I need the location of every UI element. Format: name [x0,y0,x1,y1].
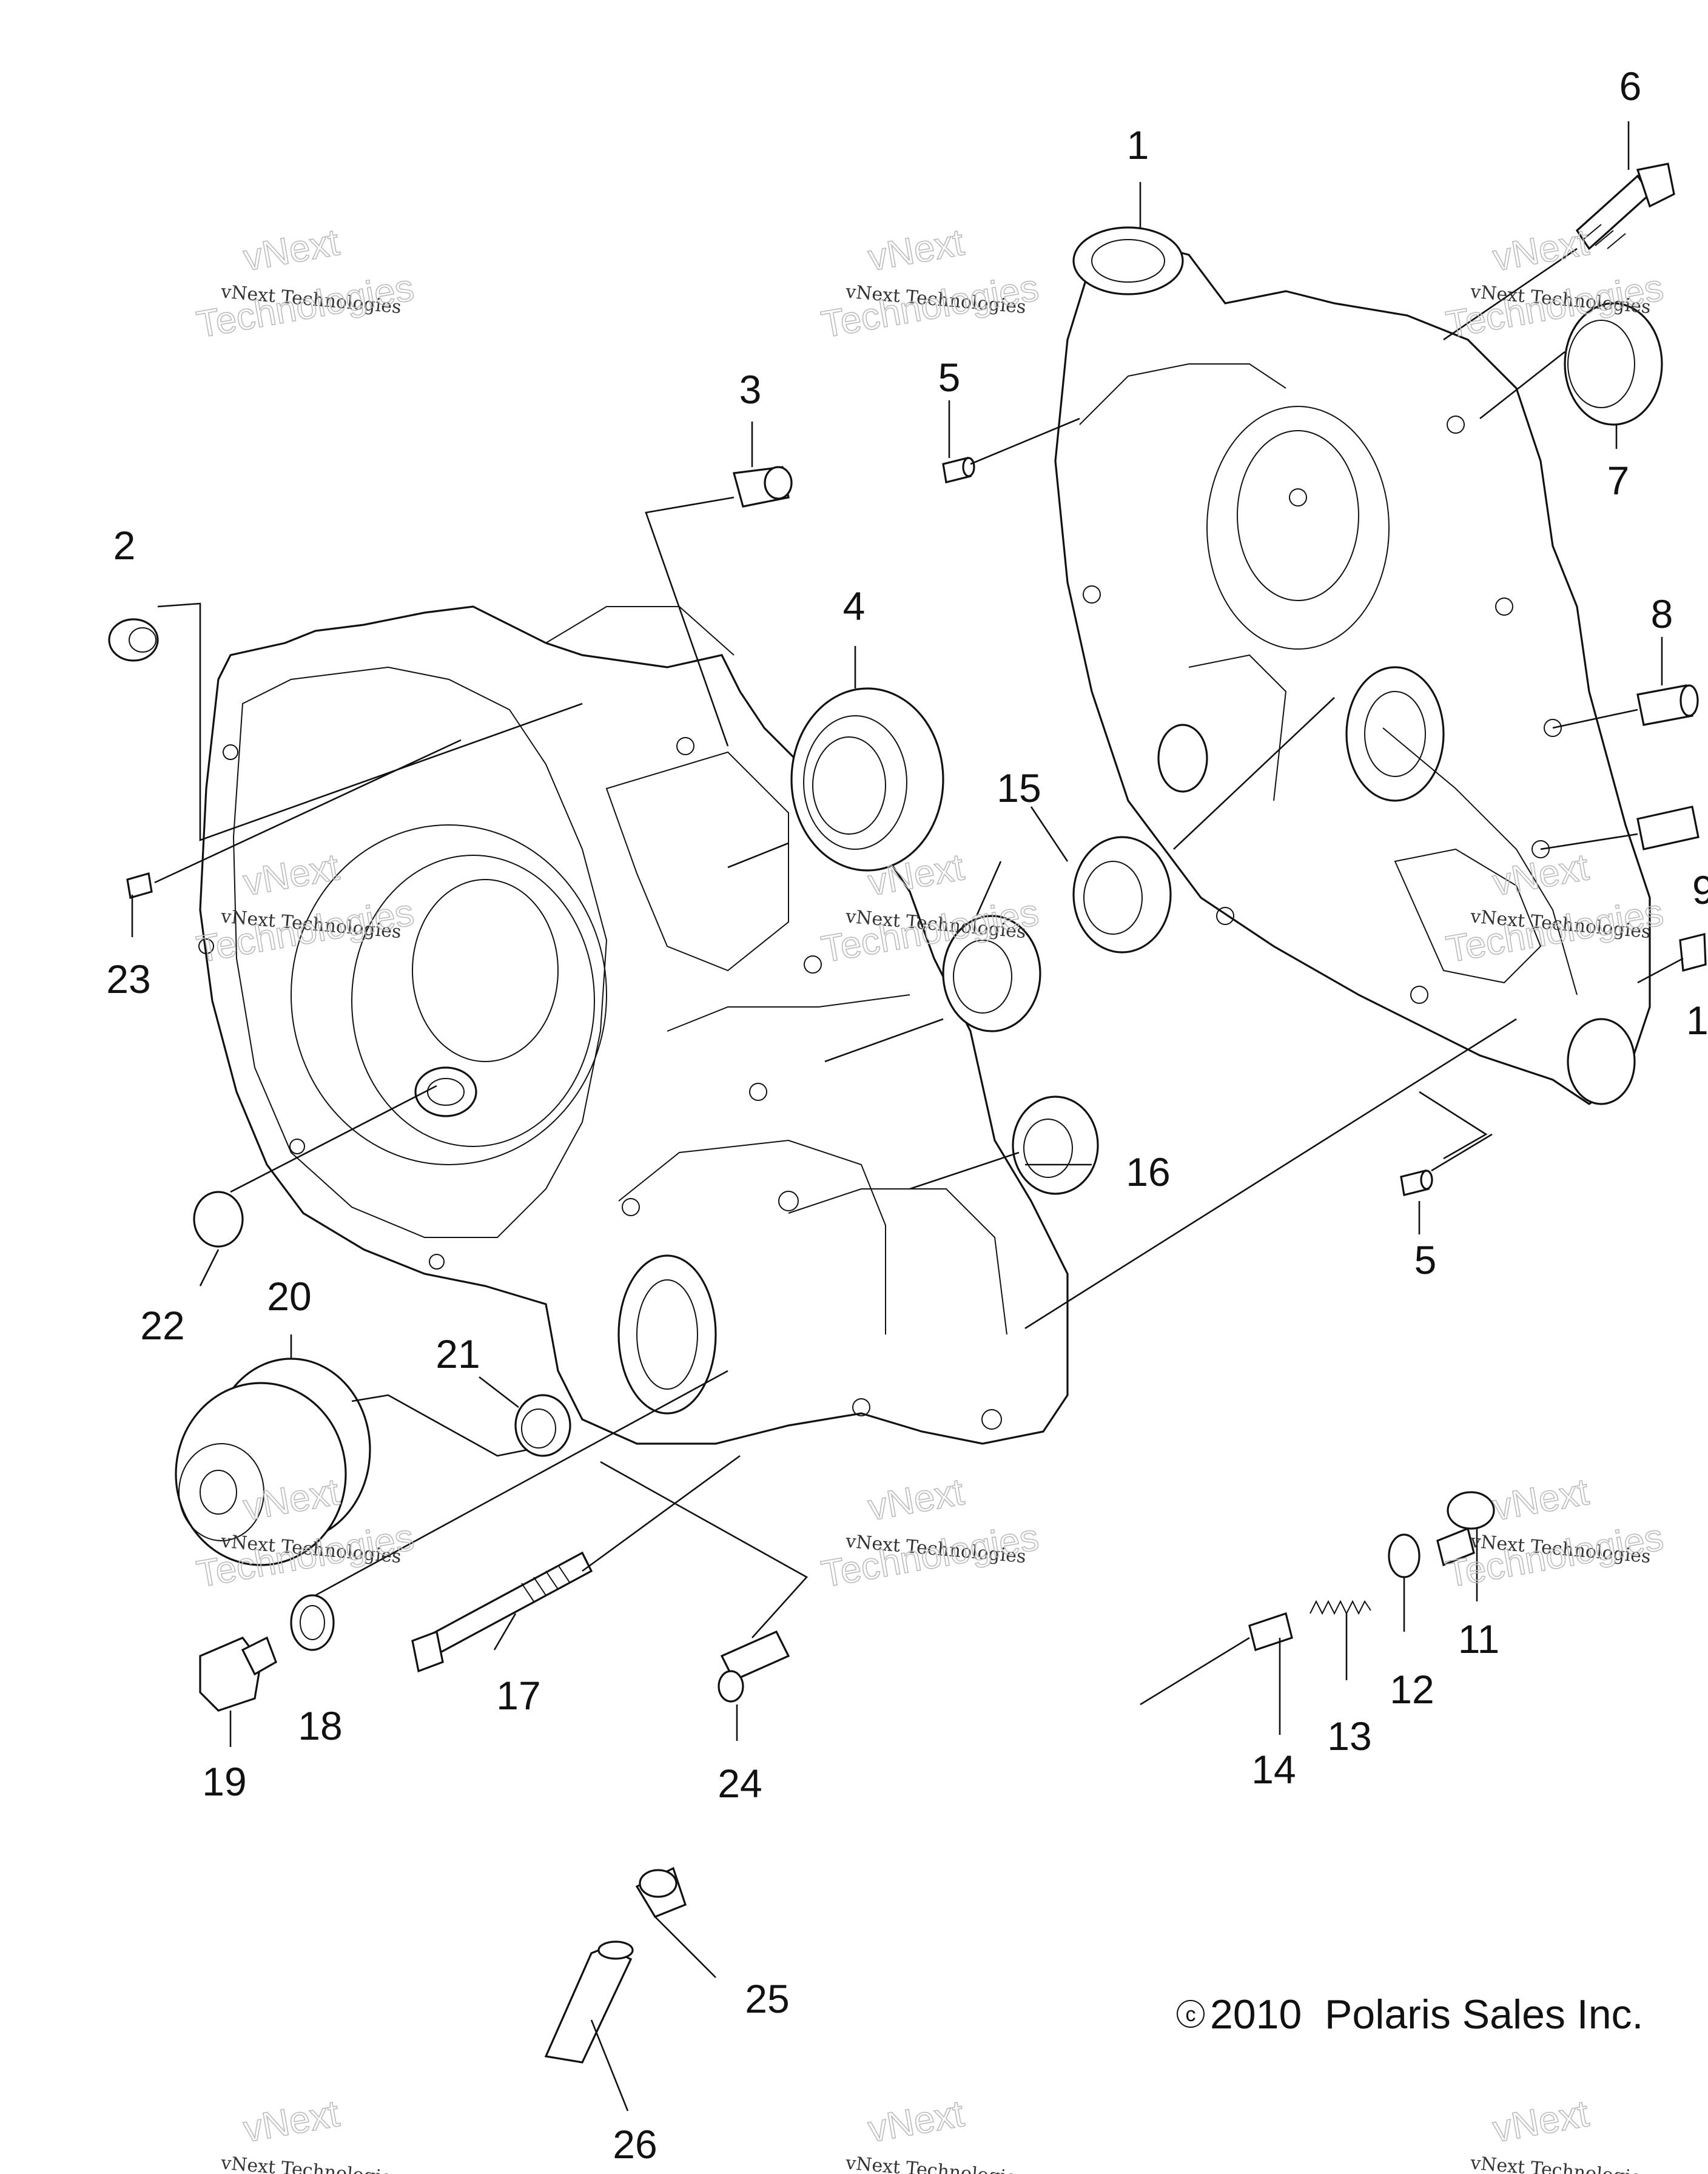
part-9-fitting [1636,806,1700,850]
part-2-bushing [108,618,159,662]
callout-26: 26 [613,2122,657,2167]
svg-text:vNext: vNext [1490,221,1592,279]
copyright-text: 2010 Polaris Sales Inc. [1210,1991,1643,2038]
callout-21: 21 [435,1331,480,1376]
watermark: vNext vNext Technologies Technologies [818,221,1042,346]
copyright-circle-icon [1177,2000,1205,2028]
copyright-notice: c 2010 Polaris Sales Inc. [1177,1991,1643,2038]
leader-lines [131,121,1684,2112]
copyright-symbol: c [1186,2003,1196,2026]
part-24-nozzle [718,1630,790,1703]
part-21-seal [514,1394,571,1457]
part-17-bolt [411,1551,593,1673]
part-3-dowel [732,466,793,508]
part-12-washer [1388,1533,1421,1578]
callout-13: 13 [1327,1714,1371,1758]
callout-5-bottom: 5 [1414,1237,1437,1282]
watermark: vNext vNext Technologies Technologies [193,221,417,346]
part-25-sleeve [635,1866,687,1918]
part-16-bearing [1012,1095,1099,1195]
part-23-pin [126,872,153,900]
watermark: vNext vNext Technologies [844,2092,1027,2174]
part-5-dowel-bottom [1400,1169,1433,1196]
svg-text:vNext: vNext [865,1471,967,1529]
svg-text:vNext Technologies: vNext Technologies [844,2152,1027,2174]
callout-25: 25 [745,1976,789,2021]
part-4-bearing [790,687,944,872]
svg-text:vNext: vNext [1490,1471,1592,1529]
svg-text:vNext: vNext [240,221,342,279]
callout-5-top: 5 [938,355,961,400]
part-7-seal [1564,302,1663,426]
svg-text:vNext Technologies: vNext Technologies [220,2152,402,2174]
callout-12: 12 [1390,1667,1434,1712]
watermark: vNext vNext Technologies Technologies [818,1470,1042,1596]
callout-19: 19 [202,1759,246,1804]
callout-16: 16 [1126,1149,1170,1194]
callout-24: 24 [718,1761,762,1806]
part-18-washer [290,1594,335,1651]
part-14-plunger [1248,1612,1293,1652]
callout-20: 20 [267,1274,311,1319]
left-crankcase [198,605,1069,1445]
callout-3: 3 [739,367,762,412]
part-22-plug [193,1191,244,1248]
callout-23: 23 [106,957,150,1001]
part-6-bolt [1575,163,1675,251]
svg-text:vNext: vNext [1490,2093,1592,2150]
callout-7: 7 [1607,458,1630,503]
callout-22: 22 [140,1303,184,1348]
part-19-plug [199,1636,277,1712]
callout-2: 2 [113,523,136,568]
svg-text:vNext: vNext [240,2093,342,2150]
callout-10-partial: 1 [1686,998,1708,1043]
callout-14: 14 [1251,1747,1296,1792]
watermark: vNext vNext Technologies [1469,2092,1652,2174]
svg-text:vNext Technologies: vNext Technologies [1469,2152,1652,2174]
part-20-rotor [175,1358,371,1566]
svg-text:Technologies: Technologies [818,1516,1041,1596]
callout-9: 9 [1692,867,1708,912]
part-13-spring [1310,1600,1371,1615]
callout-6: 6 [1619,64,1642,109]
callout-18: 18 [298,1703,342,1748]
part-26-tube [544,1940,634,2064]
callout-17: 17 [496,1673,540,1718]
part-8-pin [1636,684,1699,726]
svg-text:vNext: vNext [865,221,967,279]
callout-15: 15 [997,766,1041,810]
callout-1: 1 [1127,123,1149,167]
part-15-bearing-a [1072,836,1172,954]
svg-text:vNext: vNext [865,2093,967,2150]
callout-11: 11 [1458,1617,1500,1661]
part-11-bolt [1436,1491,1495,1567]
part-15-bearing-b [942,915,1041,1032]
right-crankcase [1054,226,1651,1105]
callout-labels: 1 2 3 4 5 5 6 7 8 9 1 11 12 13 14 15 16 … [106,64,1708,2167]
part-10-fitting [1679,932,1707,972]
watermark: vNext vNext Technologies [220,2092,402,2174]
callout-8: 8 [1651,591,1673,636]
svg-text:Technologies: Technologies [818,267,1041,346]
callout-4: 4 [843,584,866,628]
watermark: vNext vNext Technologies Technologies [1442,1470,1667,1596]
svg-text:Technologies: Technologies [193,267,417,346]
part-5-dowel-top [942,457,975,483]
